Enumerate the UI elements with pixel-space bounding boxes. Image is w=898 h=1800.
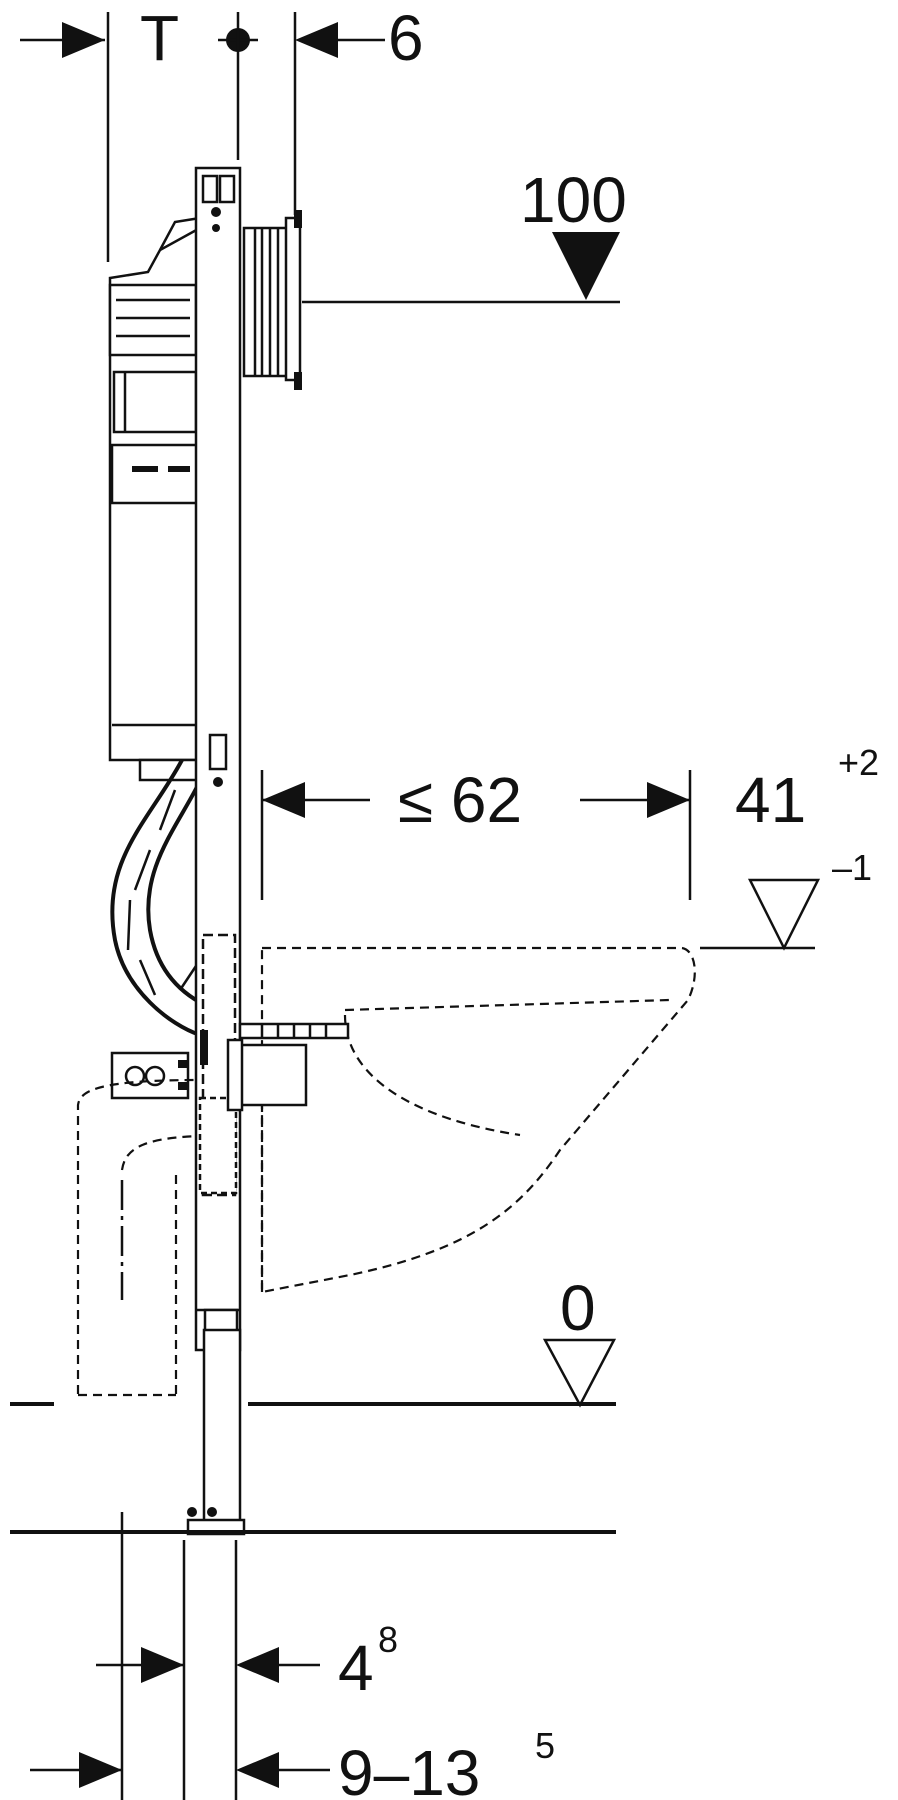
mounting-bolt xyxy=(226,1022,350,1112)
flush-plate-opening xyxy=(242,210,302,390)
projection-label: ≤ 62 xyxy=(398,764,522,836)
bottom-2-main-label: 9–13 xyxy=(338,1737,480,1800)
cistern xyxy=(108,216,202,782)
wc-bowl-outline xyxy=(260,946,696,1294)
drain-pipe-outline xyxy=(76,1078,201,1800)
bottom-2-sup-label: 5 xyxy=(535,1725,555,1766)
seat-height-plus-label: +2 xyxy=(838,742,879,783)
level-triangle-icon xyxy=(552,232,620,300)
bottom-1-sup-label: 8 xyxy=(378,1619,398,1660)
bottom-dimension-1: 4 8 xyxy=(96,1540,398,1800)
bottom-dimension-2: 9–13 5 xyxy=(30,1725,555,1800)
level-100-label: 100 xyxy=(520,164,627,236)
level-100-marker: 100 xyxy=(302,164,627,304)
installation-frame xyxy=(194,166,242,1412)
top-left-label: T xyxy=(140,2,179,74)
top-right-label: 6 xyxy=(388,2,424,74)
top-dimension: T 6 xyxy=(20,2,424,262)
projection-dimension: ≤ 62 xyxy=(260,764,692,900)
flush-pipe xyxy=(110,759,206,1037)
level-triangle-open-icon xyxy=(542,1338,617,1408)
seat-height-marker: 41 +2 –1 xyxy=(700,742,879,951)
bottom-1-main-label: 4 xyxy=(338,1632,374,1704)
frame-foot xyxy=(186,1328,246,1536)
finished-floor-level: 0 xyxy=(10,1272,617,1408)
supply-box xyxy=(110,1051,190,1100)
seat-height-minus-label: –1 xyxy=(832,847,872,888)
floor-level-label: 0 xyxy=(560,1272,596,1344)
level-triangle-open-icon xyxy=(747,878,821,951)
seat-height-label: 41 xyxy=(735,764,806,836)
